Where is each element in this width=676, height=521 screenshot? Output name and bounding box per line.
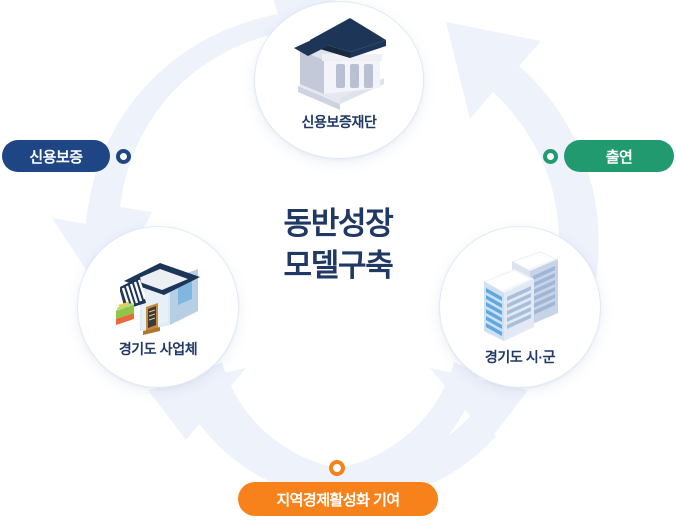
arrow-bottom-right bbox=[324, 362, 480, 502]
arrow-bottom-left bbox=[196, 362, 352, 502]
badge-credit-guarantee[interactable]: 신용보증 bbox=[2, 140, 110, 172]
node-credit-guarantee-foundation[interactable]: 신용보증재단 bbox=[255, 2, 423, 158]
office-tower-icon bbox=[484, 251, 558, 341]
badge-local-economy[interactable]: 지역경제활성화 기여 bbox=[238, 482, 438, 516]
ring-marker-credit-icon bbox=[116, 149, 131, 164]
center-title-line-2: 모델구축 bbox=[283, 247, 394, 283]
node-label-city: 경기도 시·군 bbox=[484, 349, 556, 365]
ring-marker-local-economy-icon bbox=[329, 460, 345, 476]
node-label-foundation: 신용보증재단 bbox=[301, 114, 377, 130]
center-title-line-1: 동반성장 bbox=[283, 206, 394, 241]
badge-contribution[interactable]: 출연 bbox=[564, 140, 674, 172]
ring-marker-contribution-icon bbox=[543, 149, 558, 164]
node-gyeonggi-city-county[interactable]: 경기도 시·군 bbox=[440, 227, 600, 387]
node-label-business: 경기도 사업체 bbox=[118, 341, 198, 357]
storefront-icon bbox=[116, 263, 200, 335]
bank-building-icon bbox=[294, 18, 388, 110]
node-gyeonggi-business[interactable]: 경기도 사업체 bbox=[78, 227, 238, 387]
center-title: 동반성장 모델구축 bbox=[228, 203, 448, 287]
